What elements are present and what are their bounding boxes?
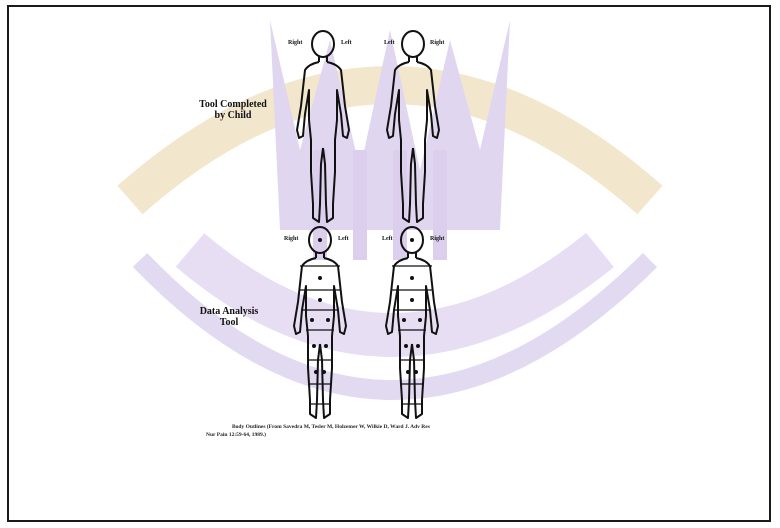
- top-row-label-line-1: Tool Completed: [188, 99, 278, 110]
- top-front-right-label: Right: [288, 40, 302, 46]
- bottom-row-label: Data Analysis Tool: [184, 306, 274, 328]
- analysis-segment-lines: [300, 266, 432, 404]
- bottom-row-label-line-1: Data Analysis: [184, 306, 274, 317]
- bottom-back-right-label: Right: [430, 236, 444, 242]
- bottom-back-left-label: Left: [382, 236, 393, 242]
- bottom-back-body-outline: [386, 227, 438, 418]
- top-front-body-outline: [297, 31, 349, 222]
- bottom-front-right-label: Right: [284, 236, 298, 242]
- bottom-row-label-line-2: Tool: [184, 317, 274, 328]
- bottom-front-left-label: Left: [338, 236, 349, 242]
- top-back-left-label: Left: [384, 40, 395, 46]
- bottom-front-body-outline: [294, 227, 346, 418]
- top-front-left-label: Left: [341, 40, 352, 46]
- figure-citation: Body Outlines (From Savedra M, Tesler M,…: [206, 423, 430, 439]
- top-row-label: Tool Completed by Child: [188, 99, 278, 121]
- top-row-label-line-2: by Child: [188, 110, 278, 121]
- citation-line-2: Nur Pain 12:59-64, 1989.): [206, 431, 430, 439]
- citation-line-1: Body Outlines (From Savedra M, Tesler M,…: [206, 423, 430, 431]
- top-back-body-outline: [387, 31, 439, 222]
- top-back-right-label: Right: [430, 40, 444, 46]
